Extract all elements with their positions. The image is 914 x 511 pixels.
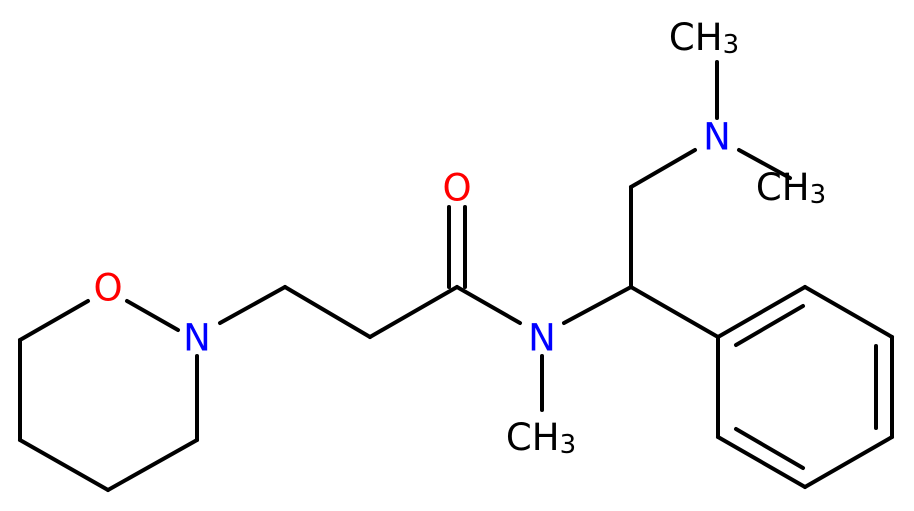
bond-ch2-ch2: [283, 285, 372, 339]
bond-o-n-ring: [125, 299, 180, 332]
right-methyl-ch: CH: [756, 166, 810, 209]
bond-lines: [18, 60, 894, 492]
atom-amide-nitrogen: N: [528, 317, 556, 360]
n-methyl-ch: CH: [506, 416, 560, 459]
right-methyl-subscript: 3: [810, 180, 827, 210]
bond-ring-c2-c3: [18, 438, 110, 492]
top-methyl-ch: CH: [669, 16, 723, 59]
bond-ring-c3-c4: [106, 438, 199, 492]
top-methyl-subscript: 3: [723, 30, 740, 60]
bond-ph-c1-c2: [716, 285, 807, 339]
bond-ph-c5-c6-inner: [734, 427, 805, 470]
atom-amine-nitrogen: N: [703, 116, 731, 159]
bond-n-ch: [562, 285, 633, 325]
atom-ring-oxygen: O: [93, 267, 122, 310]
n-methyl-subscript: 3: [560, 430, 577, 460]
bond-n-right-methyl: [737, 148, 792, 180]
bond-ph-c4-c5: [803, 435, 894, 489]
bond-ch2-nme2: [629, 148, 697, 189]
atom-labels: O N O N N CH3 CH3 CH3: [93, 16, 826, 461]
bond-carbonyl-n: [455, 285, 522, 325]
group-top-methyl: CH3: [669, 16, 739, 61]
bond-ph-c5-c6: [716, 435, 807, 489]
bond-ph-c1-c2-inner: [734, 304, 805, 347]
atom-ring-nitrogen: N: [183, 317, 211, 360]
bond-ch-phenyl: [629, 285, 720, 339]
bond-ph-c2-c3: [803, 285, 894, 339]
bond-n-ch2: [218, 285, 287, 325]
atom-carbonyl-oxygen: O: [442, 167, 471, 210]
bond-o-ring-ch2: [18, 299, 90, 342]
group-right-methyl: CH3: [756, 166, 826, 211]
bond-ch2-carbonyl: [368, 285, 459, 339]
group-n-methyl: CH3: [506, 416, 576, 461]
